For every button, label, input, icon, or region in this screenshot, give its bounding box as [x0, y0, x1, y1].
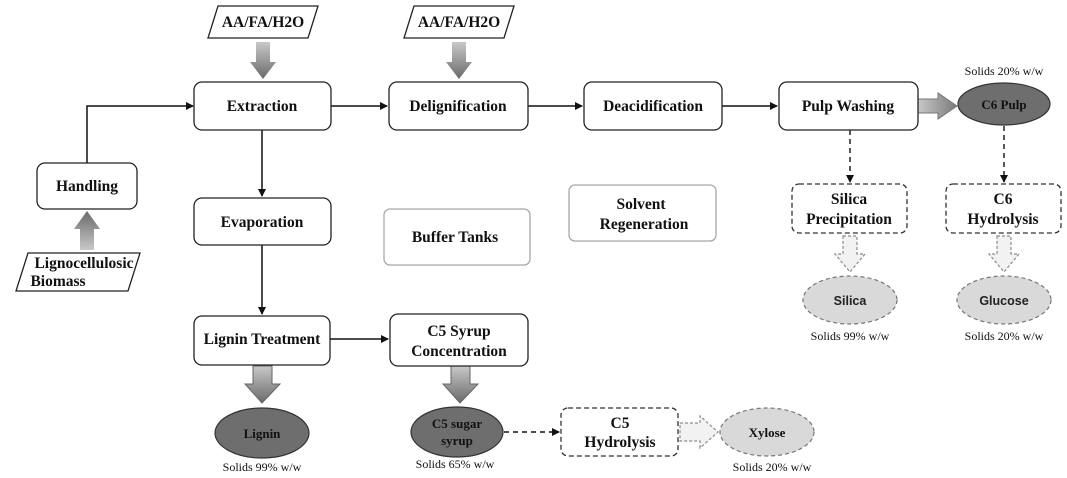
c5-sugar-syrup-product: C5 sugar syrup — [410, 406, 504, 458]
pulp-washing-to-c6-pulp-arrow — [917, 92, 958, 120]
handling-to-extraction-line — [86, 102, 194, 163]
solvent-input-1: AA/FA/H2O — [207, 5, 319, 39]
pulp-washing-step: Pulp Washing — [778, 81, 919, 131]
xylose-product: Xylose — [719, 407, 815, 457]
silica-precipitation-step: Silica Precipitation — [791, 183, 908, 234]
delignification-step: Delignification — [388, 81, 529, 131]
feedstock-label-line1: Lignocellulosic — [34, 255, 133, 272]
lignin-label: Lignin — [244, 426, 282, 441]
handling-step: Handling — [36, 162, 138, 210]
c5-syrup-concentration-label-line1: C5 Syrup — [427, 323, 490, 340]
silica-precipitation-to-silica-arrow — [833, 235, 867, 273]
solvent-2-feed-arrow — [446, 42, 472, 79]
extraction-step: Extraction — [193, 81, 332, 131]
c6-pulp-label: C6 Pulp — [981, 97, 1026, 112]
feedstock-label-line2: Biomass — [30, 273, 85, 290]
silica-product: Silica — [802, 275, 898, 325]
c5-hydrolysis-step: C5 Hydrolysis — [560, 407, 679, 457]
c5-sugar-syrup-label-line2: syrup — [441, 433, 473, 448]
c6-pulp-solids-note: Solids 20% w/w — [965, 64, 1044, 78]
lignin-solids-note: Solids 99% w/w — [223, 460, 302, 474]
c6-hydrolysis-label-line2: Hydrolysis — [967, 211, 1038, 228]
c5-concentration-to-syrup-arrow — [441, 365, 480, 404]
c5-syrup-concentration-step: C5 Syrup Concentration — [389, 313, 529, 367]
solvent-input-2-label: AA/FA/H2O — [418, 14, 500, 31]
pulp-washing-label: Pulp Washing — [802, 98, 895, 115]
solvent-input-2: AA/FA/H2O — [403, 5, 515, 39]
deacidification-step: Deacidification — [583, 81, 723, 131]
solvent-regeneration-step: Solvent Regeneration — [568, 184, 717, 242]
evaporation-label: Evaporation — [221, 214, 304, 231]
extraction-label: Extraction — [227, 98, 298, 115]
lignin-treatment-label: Lignin Treatment — [204, 331, 322, 348]
c6-hydrolysis-to-glucose-arrow — [987, 235, 1021, 273]
glucose-label: Glucose — [979, 294, 1028, 308]
deacidification-label: Deacidification — [603, 98, 703, 115]
lignin-product: Lignin — [214, 407, 310, 459]
xylose-label: Xylose — [749, 425, 786, 440]
c5-sugar-syrup-solids-note: Solids 65% w/w — [416, 457, 495, 471]
c6-hydrolysis-step: C6 Hydrolysis — [945, 183, 1062, 234]
solvent-regeneration-label-line2: Regeneration — [600, 216, 689, 233]
c5-syrup-concentration-label-line2: Concentration — [411, 343, 507, 360]
silica-precipitation-label-line1: Silica — [831, 191, 867, 208]
c5-sugar-syrup-label-line1: C5 sugar — [432, 416, 482, 431]
lignin-treatment-step: Lignin Treatment — [193, 315, 331, 366]
solvent-1-feed-arrow — [250, 42, 276, 79]
glucose-product: Glucose — [956, 275, 1052, 325]
solvent-input-1-label: AA/FA/H2O — [222, 14, 304, 31]
evaporation-step: Evaporation — [193, 197, 332, 246]
c6-pulp-product: C6 Pulp — [957, 82, 1051, 126]
silica-precipitation-label-line2: Precipitation — [806, 211, 892, 228]
handling-label: Handling — [56, 178, 118, 195]
c5-hydrolysis-label-line1: C5 — [611, 415, 630, 432]
buffer-tanks-step: Buffer Tanks — [383, 208, 531, 266]
feedstock-feed-arrow — [74, 211, 100, 250]
xylose-solids-note: Solids 20% w/w — [733, 460, 812, 474]
c6-hydrolysis-label-line1: C6 — [994, 191, 1013, 208]
silica-solids-note: Solids 99% w/w — [811, 329, 890, 343]
glucose-solids-note: Solids 20% w/w — [965, 329, 1044, 343]
feedstock-input: Lignocellulosic Biomass — [15, 252, 141, 292]
solvent-regeneration-label-line1: Solvent — [616, 196, 666, 213]
lignin-treatment-to-lignin-arrow — [243, 365, 282, 404]
buffer-tanks-label: Buffer Tanks — [412, 229, 498, 246]
delignification-label: Delignification — [409, 98, 507, 115]
c5-hydrolysis-label-line2: Hydrolysis — [584, 434, 655, 451]
silica-label: Silica — [834, 294, 868, 308]
c5-hydrolysis-to-xylose-arrow — [679, 414, 719, 450]
